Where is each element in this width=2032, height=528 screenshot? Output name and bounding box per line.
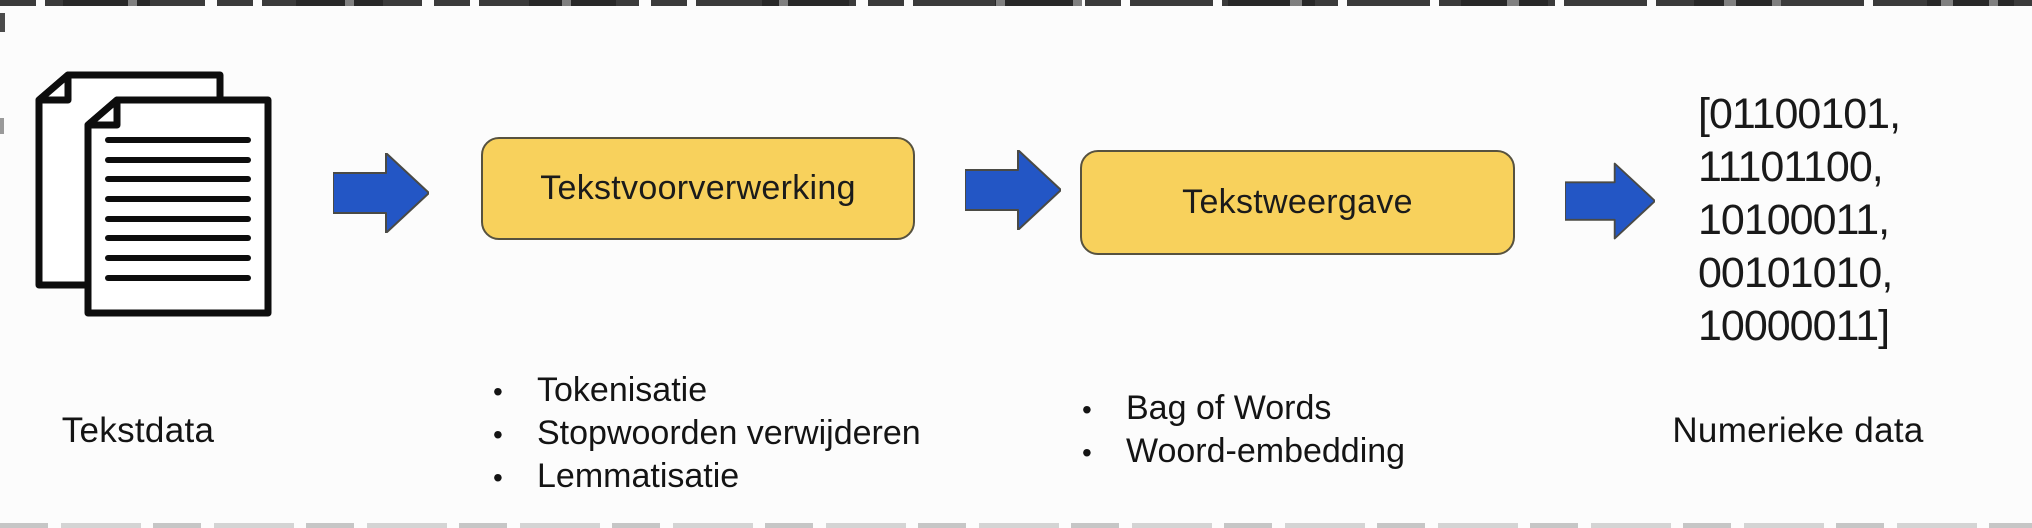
binary-line: 10000011] [1698, 302, 1890, 350]
binary-line: [01100101, [1698, 90, 1901, 138]
bullet-label: Tokenisatie [537, 371, 708, 409]
bullet-item: • Bag of Words [1076, 387, 1405, 430]
stage-box-tekstweergave: Tekstweergave [1080, 150, 1515, 255]
output-label: Numerieke data [1672, 411, 1924, 450]
bullet-glyph: • [1082, 437, 1092, 468]
bullet-label: Woord-embedding [1126, 432, 1406, 470]
arrow-right-icon [1565, 162, 1655, 240]
binary-line: 11101100, [1698, 143, 1884, 191]
bullet-label: Stopwoorden verwijderen [537, 414, 921, 452]
binary-line: 10100011, [1698, 196, 1890, 244]
binary-output: [01100101, 11101100, 10100011, 00101010,… [1698, 88, 1901, 353]
bullet-label: Bag of Words [1126, 389, 1332, 427]
edge-artifact [0, 118, 4, 134]
stage-title: Tekstweergave [1182, 183, 1413, 221]
input-label: Tekstdata [61, 411, 215, 450]
top-crop-artifact [0, 0, 2032, 6]
documents-icon [35, 71, 272, 317]
bullet-glyph: • [493, 419, 503, 450]
arrow-right-icon [965, 150, 1061, 230]
bullet-item: • Woord-embedding [1076, 430, 1405, 473]
arrow-right-icon [333, 153, 429, 233]
bullet-glyph: • [493, 462, 503, 493]
bullet-label: Lemmatisatie [537, 457, 740, 495]
binary-line: 00101010, [1698, 249, 1893, 297]
bullet-item: • Lemmatisatie [487, 455, 921, 498]
stage-title: Tekstvoorverwerking [540, 169, 856, 207]
stage-bullet-list-2: • Bag of Words • Woord-embedding [1076, 387, 1405, 473]
bullet-glyph: • [493, 376, 503, 407]
bottom-crop-artifact [0, 523, 2032, 528]
bullet-item: • Tokenisatie [487, 369, 921, 412]
bullet-glyph: • [1082, 394, 1092, 425]
stage-box-tekstvoorverwerking: Tekstvoorverwerking [481, 137, 915, 240]
stage-bullet-list-1: • Tokenisatie • Stopwoorden verwijderen … [487, 369, 921, 498]
edge-artifact [0, 13, 5, 32]
bullet-item: • Stopwoorden verwijderen [487, 412, 921, 455]
